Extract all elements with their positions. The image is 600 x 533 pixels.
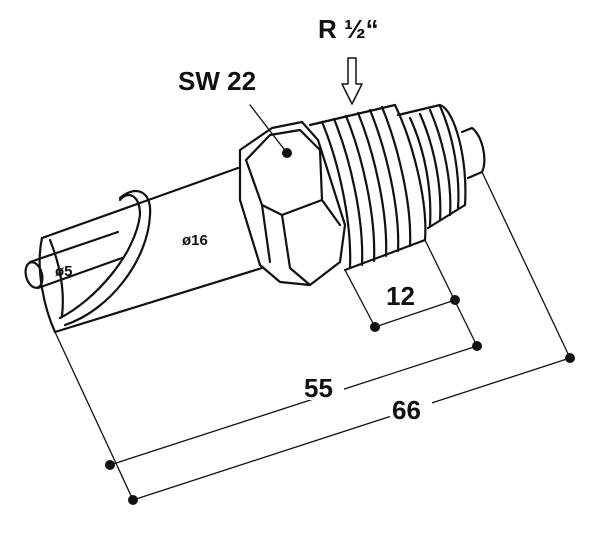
pin-diameter-label: ø5 (55, 263, 73, 280)
thread-label: R ½“ (318, 14, 379, 44)
dimension-dots (105, 148, 575, 505)
nozzle-body (38, 166, 264, 334)
thread-length-label: 12 (386, 281, 415, 311)
pin (24, 230, 124, 290)
extension-lines (54, 171, 571, 501)
length-66-label: 66 (392, 395, 421, 425)
sw-leader-line (249, 104, 288, 154)
thread (308, 103, 427, 272)
wrench-size-label: SW 22 (178, 66, 256, 96)
hex-nut (238, 120, 347, 287)
body-diameter-label: ø16 (182, 232, 208, 249)
thread-arrow-icon (341, 57, 363, 105)
length-55-label: 55 (304, 373, 333, 403)
knurled-cap (396, 103, 467, 230)
dimension-lines (109, 299, 571, 501)
